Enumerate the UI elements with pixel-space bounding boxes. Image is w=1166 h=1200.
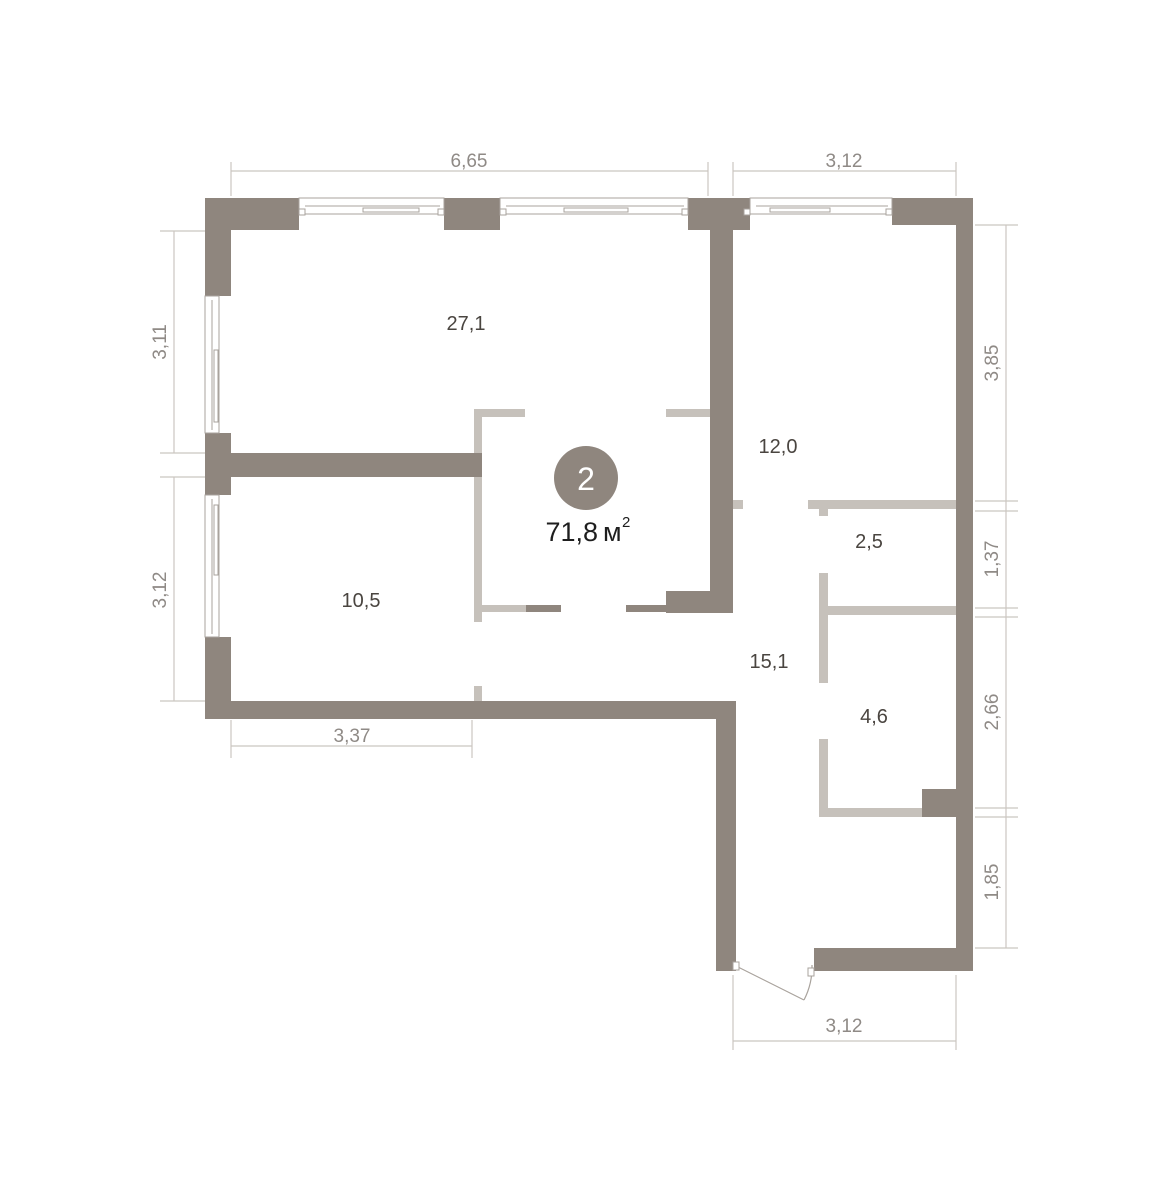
entrance-door — [732, 961, 815, 1001]
dim-bottom-right: 3,12 — [826, 1016, 863, 1037]
total-area-unit: м — [603, 517, 622, 547]
room-bedroom-area: 10,5 — [342, 590, 381, 612]
total-area-value: 71,8 — [545, 517, 598, 547]
dim-right-1: 3,85 — [982, 345, 1003, 382]
total-area-power: 2 — [622, 514, 630, 531]
partitions — [474, 409, 958, 817]
rooms-count: 2 — [577, 461, 595, 497]
room-living-area: 27,1 — [447, 313, 486, 335]
dim-right-3: 2,66 — [982, 694, 1003, 731]
room-bath-area: 4,6 — [860, 706, 888, 728]
windows — [204, 197, 893, 638]
dim-left-upper: 3,11 — [150, 324, 171, 360]
walls — [205, 198, 973, 971]
dimension-lines — [160, 162, 1018, 1050]
room-kitchen-area: 12,0 — [759, 436, 798, 458]
dim-right-2: 1,37 — [982, 541, 1003, 578]
rooms-count-badge — [554, 446, 618, 510]
dim-bottom-left: 3,37 — [334, 726, 371, 747]
dim-left-lower: 3,12 — [150, 572, 171, 609]
dim-top-right: 3,12 — [826, 151, 863, 172]
dim-top-left: 6,65 — [451, 151, 488, 172]
dim-right-4: 1,85 — [982, 864, 1003, 901]
room-wc-area: 2,5 — [855, 531, 883, 553]
room-hall-area: 15,1 — [750, 651, 789, 673]
